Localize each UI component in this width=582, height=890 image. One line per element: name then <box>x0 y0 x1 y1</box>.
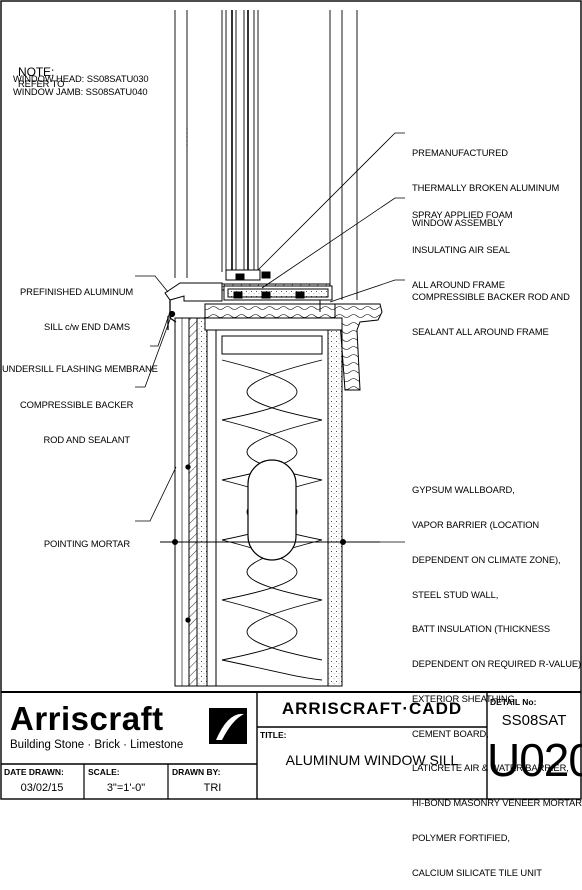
callout-line: CALCIUM SILICATE TILE UNIT <box>412 866 542 878</box>
callout-line: PREMANUFACTURED <box>412 147 508 159</box>
note-block: NOTE: REFER TO <box>13 55 64 90</box>
callout-line: THERMALLY BROKEN ALUMINUM <box>412 181 560 193</box>
callout-flashing: UNDERSILL FLASHING MEMBRANE <box>2 340 158 386</box>
callout-line: WINDOW ASSEMBLY <box>412 216 504 228</box>
callout-line: LATICRETE AIR & WATER BARRIER, <box>412 762 569 774</box>
detail-label: DETAIL No: <box>490 697 537 707</box>
arriscraft-logo-mark <box>209 708 247 744</box>
company-logo: Arriscraft <box>10 700 164 737</box>
callout-line: INSULATING AIR SEAL <box>412 243 510 255</box>
title-block-frame <box>1 691 581 799</box>
note-line1: REFER TO <box>18 78 65 90</box>
detail-number: U020 <box>487 734 582 786</box>
wall-section <box>174 317 343 687</box>
note-line3: WINDOW JAMB: SS08SATU040 <box>13 86 148 97</box>
callout-line: UNDERSILL FLASHING MEMBRANE <box>2 363 158 375</box>
callout-line: DEPENDENT ON REQUIRED R-VALUE), <box>412 658 582 670</box>
callout-line: GYPSUM WALLBOARD, <box>412 484 515 496</box>
callout-backer-rod-frame: COMPRESSIBLE BACKER ROD AND SEALANT ALL … <box>412 268 570 349</box>
callout-line: POLYMER FORTIFIED, <box>412 832 510 843</box>
callout-line: BATT INSULATION (THICKNESS <box>412 623 551 635</box>
callout-mortar: POINTING MORTAR <box>20 515 130 561</box>
callout-line: SILL c/w END DAMS <box>44 320 130 332</box>
note-line2: WINDOW HEAD: SS08SATU030 <box>13 73 149 84</box>
callout-spray-foam: SPRAY APPLIED FOAM INSULATING AIR SEAL A… <box>412 186 513 302</box>
callout-line: PREFINISHED ALUMINUM <box>20 286 134 298</box>
aluminum-frame <box>164 269 333 302</box>
section-markers <box>160 539 380 545</box>
cadd-heading: ARRISCRAFT·CADD <box>281 699 463 718</box>
callout-backer-rod-sealant: COMPRESSIBLE BACKER ROD AND SEALANT <box>20 376 134 457</box>
callout-line: SPRAY APPLIED FOAM <box>412 209 513 221</box>
sill-section-drawing <box>0 0 582 800</box>
window-unit <box>174 10 358 300</box>
callout-line: POINTING MORTAR <box>43 538 130 550</box>
scale-label: SCALE: <box>88 767 120 777</box>
note-title: NOTE: <box>18 64 55 79</box>
date-label: DATE DRAWN: <box>4 767 64 777</box>
company-tagline: Building Stone · Brick · Limestone <box>10 739 184 751</box>
title-label: TITLE: <box>260 730 287 740</box>
callout-line: DEPENDENT ON CLIMATE ZONE), <box>412 553 561 565</box>
callout-line: ROD AND SEALANT <box>43 433 130 445</box>
callout-line: COMPRESSIBLE BACKER ROD AND <box>412 291 570 303</box>
callout-window-assembly: PREMANUFACTURED THERMALLY BROKEN ALUMINU… <box>412 124 559 240</box>
drawn-by-value: TRI <box>203 782 222 794</box>
scale-value: 3"=1'-0" <box>106 782 146 794</box>
leader-lines <box>135 132 405 543</box>
date-value: 03/02/15 <box>20 782 64 794</box>
detail-series: SS08SAT <box>501 712 567 729</box>
callout-line: EXTERIOR SHEATHING, <box>412 692 518 704</box>
callout-line: STEEL STUD WALL, <box>412 588 499 600</box>
callout-line: SEALANT ALL AROUND FRAME <box>412 325 549 337</box>
callout-line: CEMENT BOARD, <box>412 727 489 739</box>
callout-line: ALL AROUND FRAME <box>412 278 505 290</box>
callout-line: COMPRESSIBLE BACKER <box>20 399 134 411</box>
drawn-by-label: DRAWN BY: <box>172 767 221 777</box>
callout-sill: PREFINISHED ALUMINUM SILL c/w END DAMS <box>20 263 134 344</box>
callout-line: VAPOR BARRIER (LOCATION <box>412 518 540 530</box>
drawing-title: ALUMINUM WINDOW SILL <box>285 752 459 768</box>
